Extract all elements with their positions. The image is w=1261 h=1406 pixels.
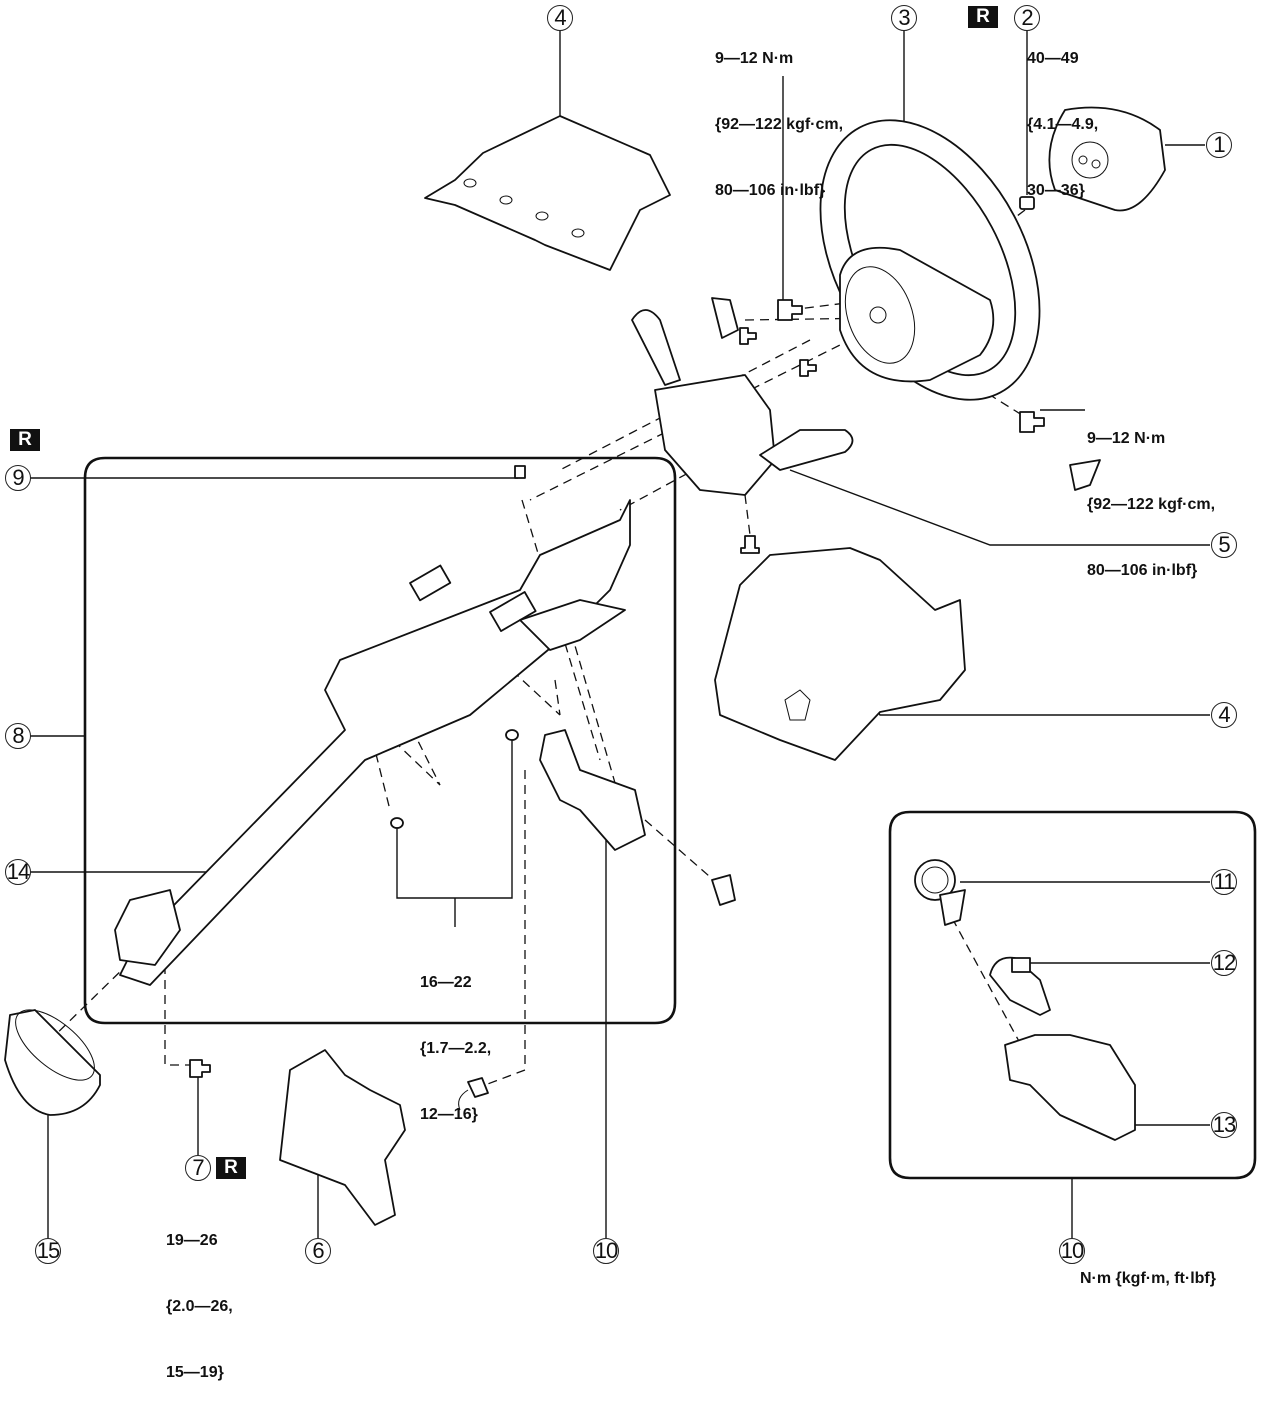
callout-3: 3 [891,5,917,31]
callout-2: 2 [1014,5,1040,31]
callout-7: 7 [185,1155,211,1181]
column-cover-lower [714,547,966,761]
bolts [189,299,1045,1078]
torque-line: 16—22 [420,974,472,991]
column-nuts [390,729,519,829]
torque-line: {2.0—26, [166,1298,233,1315]
torque-line: 15—19} [166,1364,224,1381]
callout-14: 14 [5,859,31,885]
lock-group-box [888,810,1257,1180]
boot [4,1009,101,1116]
callout-10-left: 10 [593,1238,619,1264]
torque-line: 19—26 [166,1232,218,1249]
replace-badge-7: R [216,1157,246,1179]
connector-lower [458,1077,489,1111]
lock-body [1004,1034,1136,1141]
callout-9: 9 [5,465,31,491]
column-bracket-cover [279,1049,406,1226]
callout-10-right: 10 [1059,1238,1085,1264]
callout-13: 13 [1211,1112,1237,1138]
callout-5: 5 [1211,532,1237,558]
steering-wheel [819,119,1041,401]
torque-line: 30—36} [1027,182,1085,199]
steering-column [114,499,631,986]
torque-line: {92—122 kgf·cm, [715,116,844,133]
torque-wheel-nut: 40—49 {4.1—4.9, 30—36} [1027,4,1098,224]
callout-6: 6 [305,1238,331,1264]
callout-12: 12 [1211,950,1237,976]
torque-wheel-bolt-top: 9—12 N·m {92—122 kgf·cm, 80—106 in·lbf} [715,4,843,224]
wheel-clips [711,297,1101,491]
lock-assembly-left [539,729,736,906]
torque-line: 80—106 in·lbf} [715,182,826,199]
combination-switch [631,309,854,496]
key-ring [914,859,966,926]
torque-line: {1.7—2.2, [420,1040,492,1057]
airbag-module [1048,106,1166,212]
replace-badge-2: R [968,6,998,28]
ignition-switch [989,956,1051,1016]
column-cover-upper [424,115,671,271]
callout-11: 11 [1211,869,1237,895]
torque-line: {4.1—4.9, [1027,116,1099,133]
torque-line: 9—12 N·m [1087,430,1166,447]
torque-line: 40—49 [1027,50,1079,67]
wheel-nut [1019,196,1035,210]
column-group-box [83,456,677,1025]
torque-column-nuts: 16—22 {1.7—2.2, 12—16} [420,928,491,1148]
callout-8: 8 [5,723,31,749]
torque-line: {92—122 kgf·cm, [1087,496,1216,513]
torque-joint-bolt: 19—26 {2.0—26, 15—19} [166,1186,233,1406]
callout-15: 15 [35,1238,61,1264]
exploded-diagram [4,30,1257,1238]
callout-1: 1 [1206,132,1232,158]
torque-line: 80—106 in·lbf} [1087,562,1198,579]
torque-line: 12—16} [420,1106,478,1123]
callout-4-top: 4 [547,5,573,31]
replace-badge-column: R [10,429,40,451]
torque-line: 9—12 N·m [715,50,794,67]
leader-lines [30,30,1210,1238]
callout-4-cover: 4 [1211,702,1237,728]
units-legend: N·m {kgf·m, ft·lbf} [1080,1270,1216,1287]
torque-wheel-bolt-right: 9—12 N·m {92—122 kgf·cm, 80—106 in·lbf} [1087,384,1215,604]
